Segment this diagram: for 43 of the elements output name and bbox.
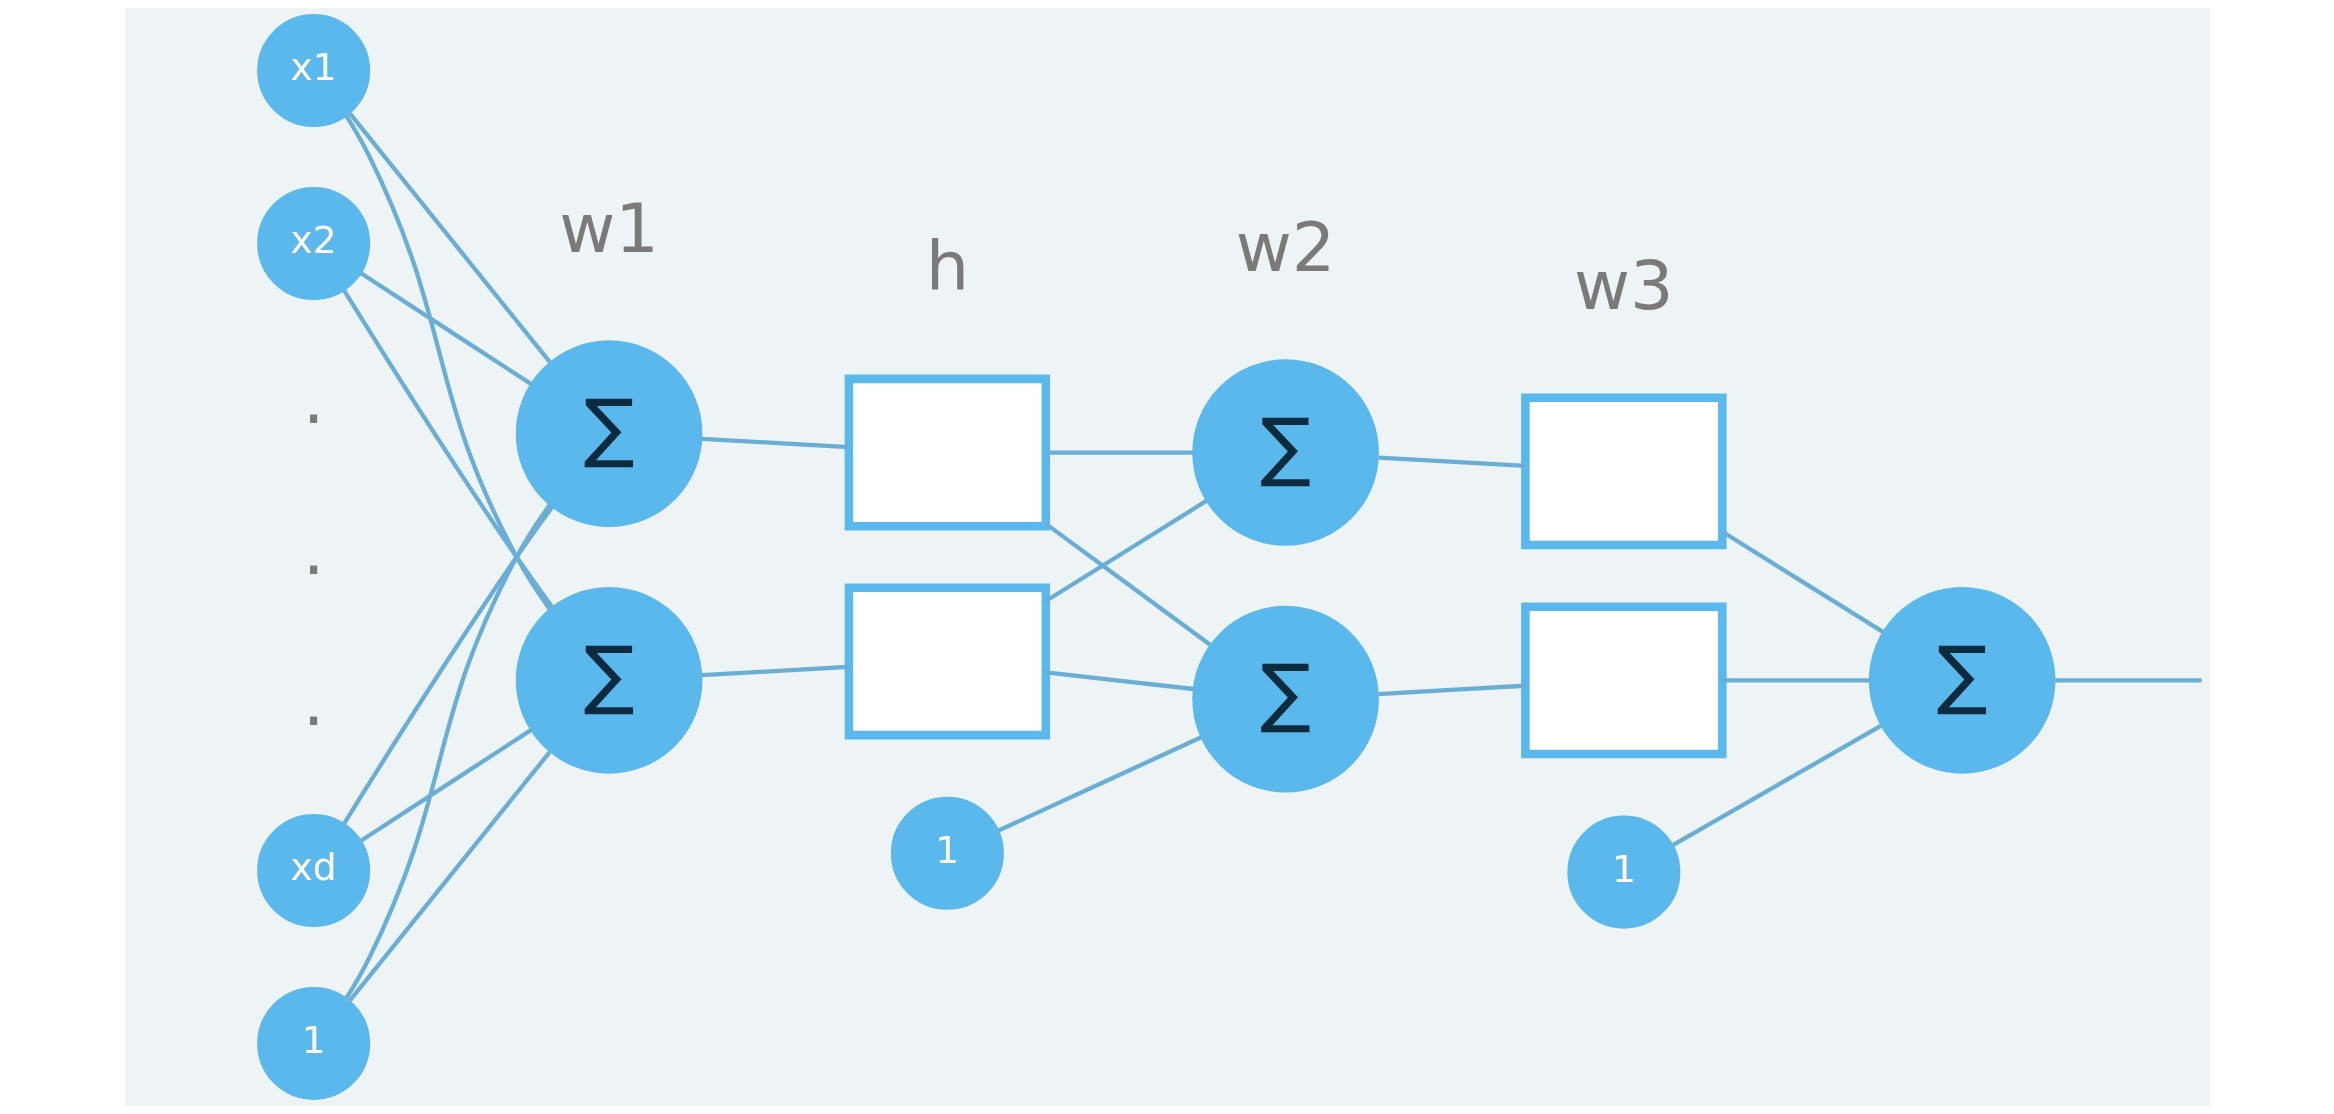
node-box [844,374,1050,531]
connector [701,664,849,678]
node-circle: ∑ [515,340,702,528]
connector [1671,723,1882,847]
connector [341,505,554,825]
connector [347,750,551,1002]
connector [1045,670,1194,692]
node-circle: xd [256,813,370,927]
connector [341,289,554,609]
node-box [844,583,1050,740]
connector [701,436,849,450]
node-circle: ∑ [1191,605,1379,793]
node-circle: 1 [890,796,1004,910]
connector [359,271,532,386]
connector [2054,678,2202,683]
connector [359,728,532,843]
node-circle: ∑ [1868,586,2055,774]
connector [347,112,551,364]
connector [344,503,551,1000]
connector [1377,683,1525,697]
connector [344,114,551,611]
label: . [302,660,325,741]
node-circle: 1 [256,986,370,1100]
connector [1377,455,1525,469]
node-circle: x2 [256,187,370,301]
connector [1044,522,1211,647]
label: h [925,225,969,306]
node-box [1520,602,1727,759]
label: w3 [1573,244,1674,325]
node-box [1520,393,1727,550]
connector [1045,450,1193,455]
label: . [302,359,325,440]
label: w2 [1235,206,1335,287]
connector [1721,678,1870,683]
label: w1 [558,188,659,269]
connector [1720,530,1884,634]
label: . [302,510,325,591]
node-circle: ∑ [1191,359,1379,546]
node-circle: 1 [1566,815,1680,929]
node-circle: x1 [256,14,370,128]
connector [1044,499,1207,603]
node-circle: ∑ [515,586,702,774]
connector [997,735,1202,833]
